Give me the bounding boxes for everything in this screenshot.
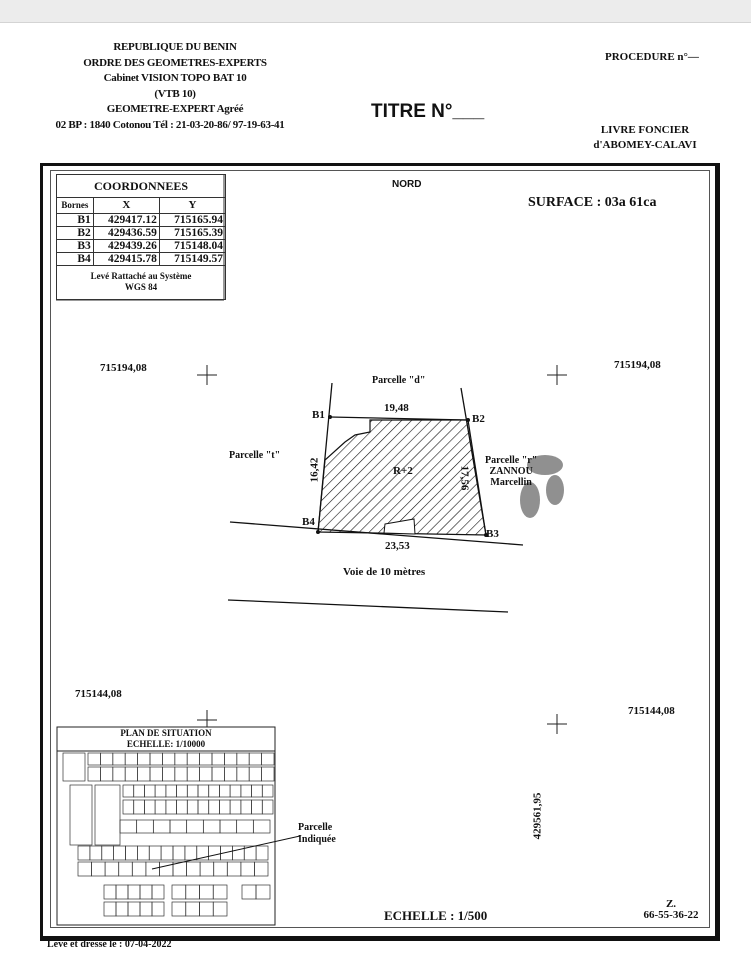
cell: 715149.57	[158, 252, 227, 266]
lot	[212, 901, 228, 917]
borne-b4-label: B4	[302, 516, 315, 528]
dimension-bottom: 23,53	[385, 540, 410, 552]
lot	[94, 784, 121, 846]
dimension-top: 19,48	[384, 402, 409, 414]
lot	[255, 884, 271, 900]
road-edge-south	[227, 599, 509, 613]
plan-frame	[40, 163, 720, 941]
borne-b1	[328, 415, 332, 419]
north-label: NORD	[392, 179, 422, 190]
issuer-header: REPUBLIQUE DU BENIN ORDRE DES GEOMETRES-…	[40, 40, 310, 133]
lot	[261, 799, 274, 815]
grid-cross	[547, 365, 567, 385]
borne-b2	[466, 418, 470, 422]
situation-title: PLAN DE SITUATION ECHELLE: 1/10000	[57, 728, 275, 750]
procedure-number: PROCEDURE n°—	[605, 51, 699, 63]
lot	[62, 752, 86, 782]
cell: 429417.12	[92, 213, 160, 227]
header-line: 02 BP : 1840 Cotonou Tél : 21-03-20-86/ …	[55, 118, 285, 131]
header-line: ORDRE DES GEOMETRES-EXPERTS	[83, 56, 267, 69]
pointer-line	[151, 835, 301, 870]
lot	[261, 766, 275, 782]
grid-cross	[197, 365, 217, 385]
contact-label: Z. 66-55-36-22	[636, 899, 706, 921]
pointer-label-line: Parcelle	[298, 822, 333, 833]
livre-foncier-line: d'ABOMEY-CALAVI	[593, 139, 697, 151]
building-label: R+2	[393, 465, 413, 477]
borne-markers	[316, 415, 488, 537]
lot	[261, 752, 275, 766]
lot	[212, 884, 228, 900]
contact-line: Z.	[665, 898, 677, 910]
lot	[255, 845, 269, 861]
grid-label-bottom-left: 715144,08	[75, 688, 122, 700]
cell: 429436.59	[92, 226, 160, 240]
livre-foncier: LIVRE FONCIER d'ABOMEY-CALAVI	[585, 123, 705, 153]
pointer-label: Parcelle Indiquée	[298, 822, 336, 846]
lot	[151, 884, 165, 900]
contact-line: 66-55-36-22	[643, 909, 699, 921]
lot	[151, 901, 165, 917]
cell: 429415.78	[92, 252, 160, 266]
header-line: REPUBLIQUE DU BENIN	[113, 41, 237, 53]
borne-b3-label: B3	[486, 528, 499, 540]
dimension-left: 16,42	[308, 457, 321, 483]
dimension-right: 17,56	[458, 465, 471, 491]
parcel-east-line: Parcelle "r"	[485, 455, 538, 466]
header-line: (VTB 10)	[154, 87, 196, 100]
situation-title-line: PLAN DE SITUATION	[120, 728, 212, 738]
plan-inner-frame	[50, 170, 710, 928]
borne-b1-label: B1	[312, 409, 325, 421]
parcel-east-line: Marcellin	[490, 477, 532, 488]
survey-date: Levé et dressé le : 07-04-2022	[47, 939, 172, 950]
pointer-label-line: Indiquée	[298, 834, 336, 845]
road-label: Voie de 10 mètres	[343, 566, 426, 578]
lot	[69, 784, 93, 846]
surface-label: SURFACE : 03a 61ca	[528, 195, 657, 210]
grid-crosses	[197, 365, 567, 734]
grid-label-vertical: 429561,95	[531, 792, 544, 840]
system-note: Levé Rattaché au Système WGS 84	[57, 266, 225, 299]
lot	[261, 784, 274, 798]
parcel-east-line: ZANNOU	[489, 466, 533, 477]
grid-cross	[547, 714, 567, 734]
grid-label-bottom-right: 715144,08	[628, 705, 675, 717]
situation-plan	[56, 726, 301, 926]
lot	[254, 861, 269, 877]
parcel-east-label: Parcelle "r" ZANNOU Marcellin	[485, 455, 537, 488]
header-line: Cabinet VISION TOPO BAT 10	[103, 72, 247, 84]
building-gap	[383, 518, 416, 535]
grid-label-top-right: 715194,08	[614, 359, 661, 371]
grid-label-top-left: 715194,08	[100, 362, 147, 374]
system-note-line: WGS 84	[124, 282, 158, 292]
cell: B4	[56, 252, 94, 266]
cell: B1	[56, 213, 94, 227]
borne-b2-label: B2	[472, 413, 485, 425]
header-line: GEOMETRE-EXPERT Agréé	[106, 103, 244, 115]
scale-label: ECHELLE : 1/500	[384, 908, 488, 923]
system-note-line: Levé Rattaché au Système	[90, 271, 192, 281]
parcel-west-label: Parcelle "t"	[229, 450, 281, 461]
parcel-north-label: Parcelle "d"	[372, 375, 426, 386]
lot	[252, 819, 271, 834]
building-footprint	[317, 419, 487, 536]
tree-icon	[520, 455, 564, 518]
situation-scale: ECHELLE: 1/10000	[126, 739, 206, 749]
borne-b3	[484, 533, 488, 537]
top-bar	[0, 0, 751, 23]
livre-foncier-line: LIVRE FONCIER	[600, 124, 690, 136]
cell: 715148.04	[158, 239, 227, 253]
borne-b4	[316, 530, 320, 534]
title-number: TITRE N°___	[371, 101, 485, 122]
